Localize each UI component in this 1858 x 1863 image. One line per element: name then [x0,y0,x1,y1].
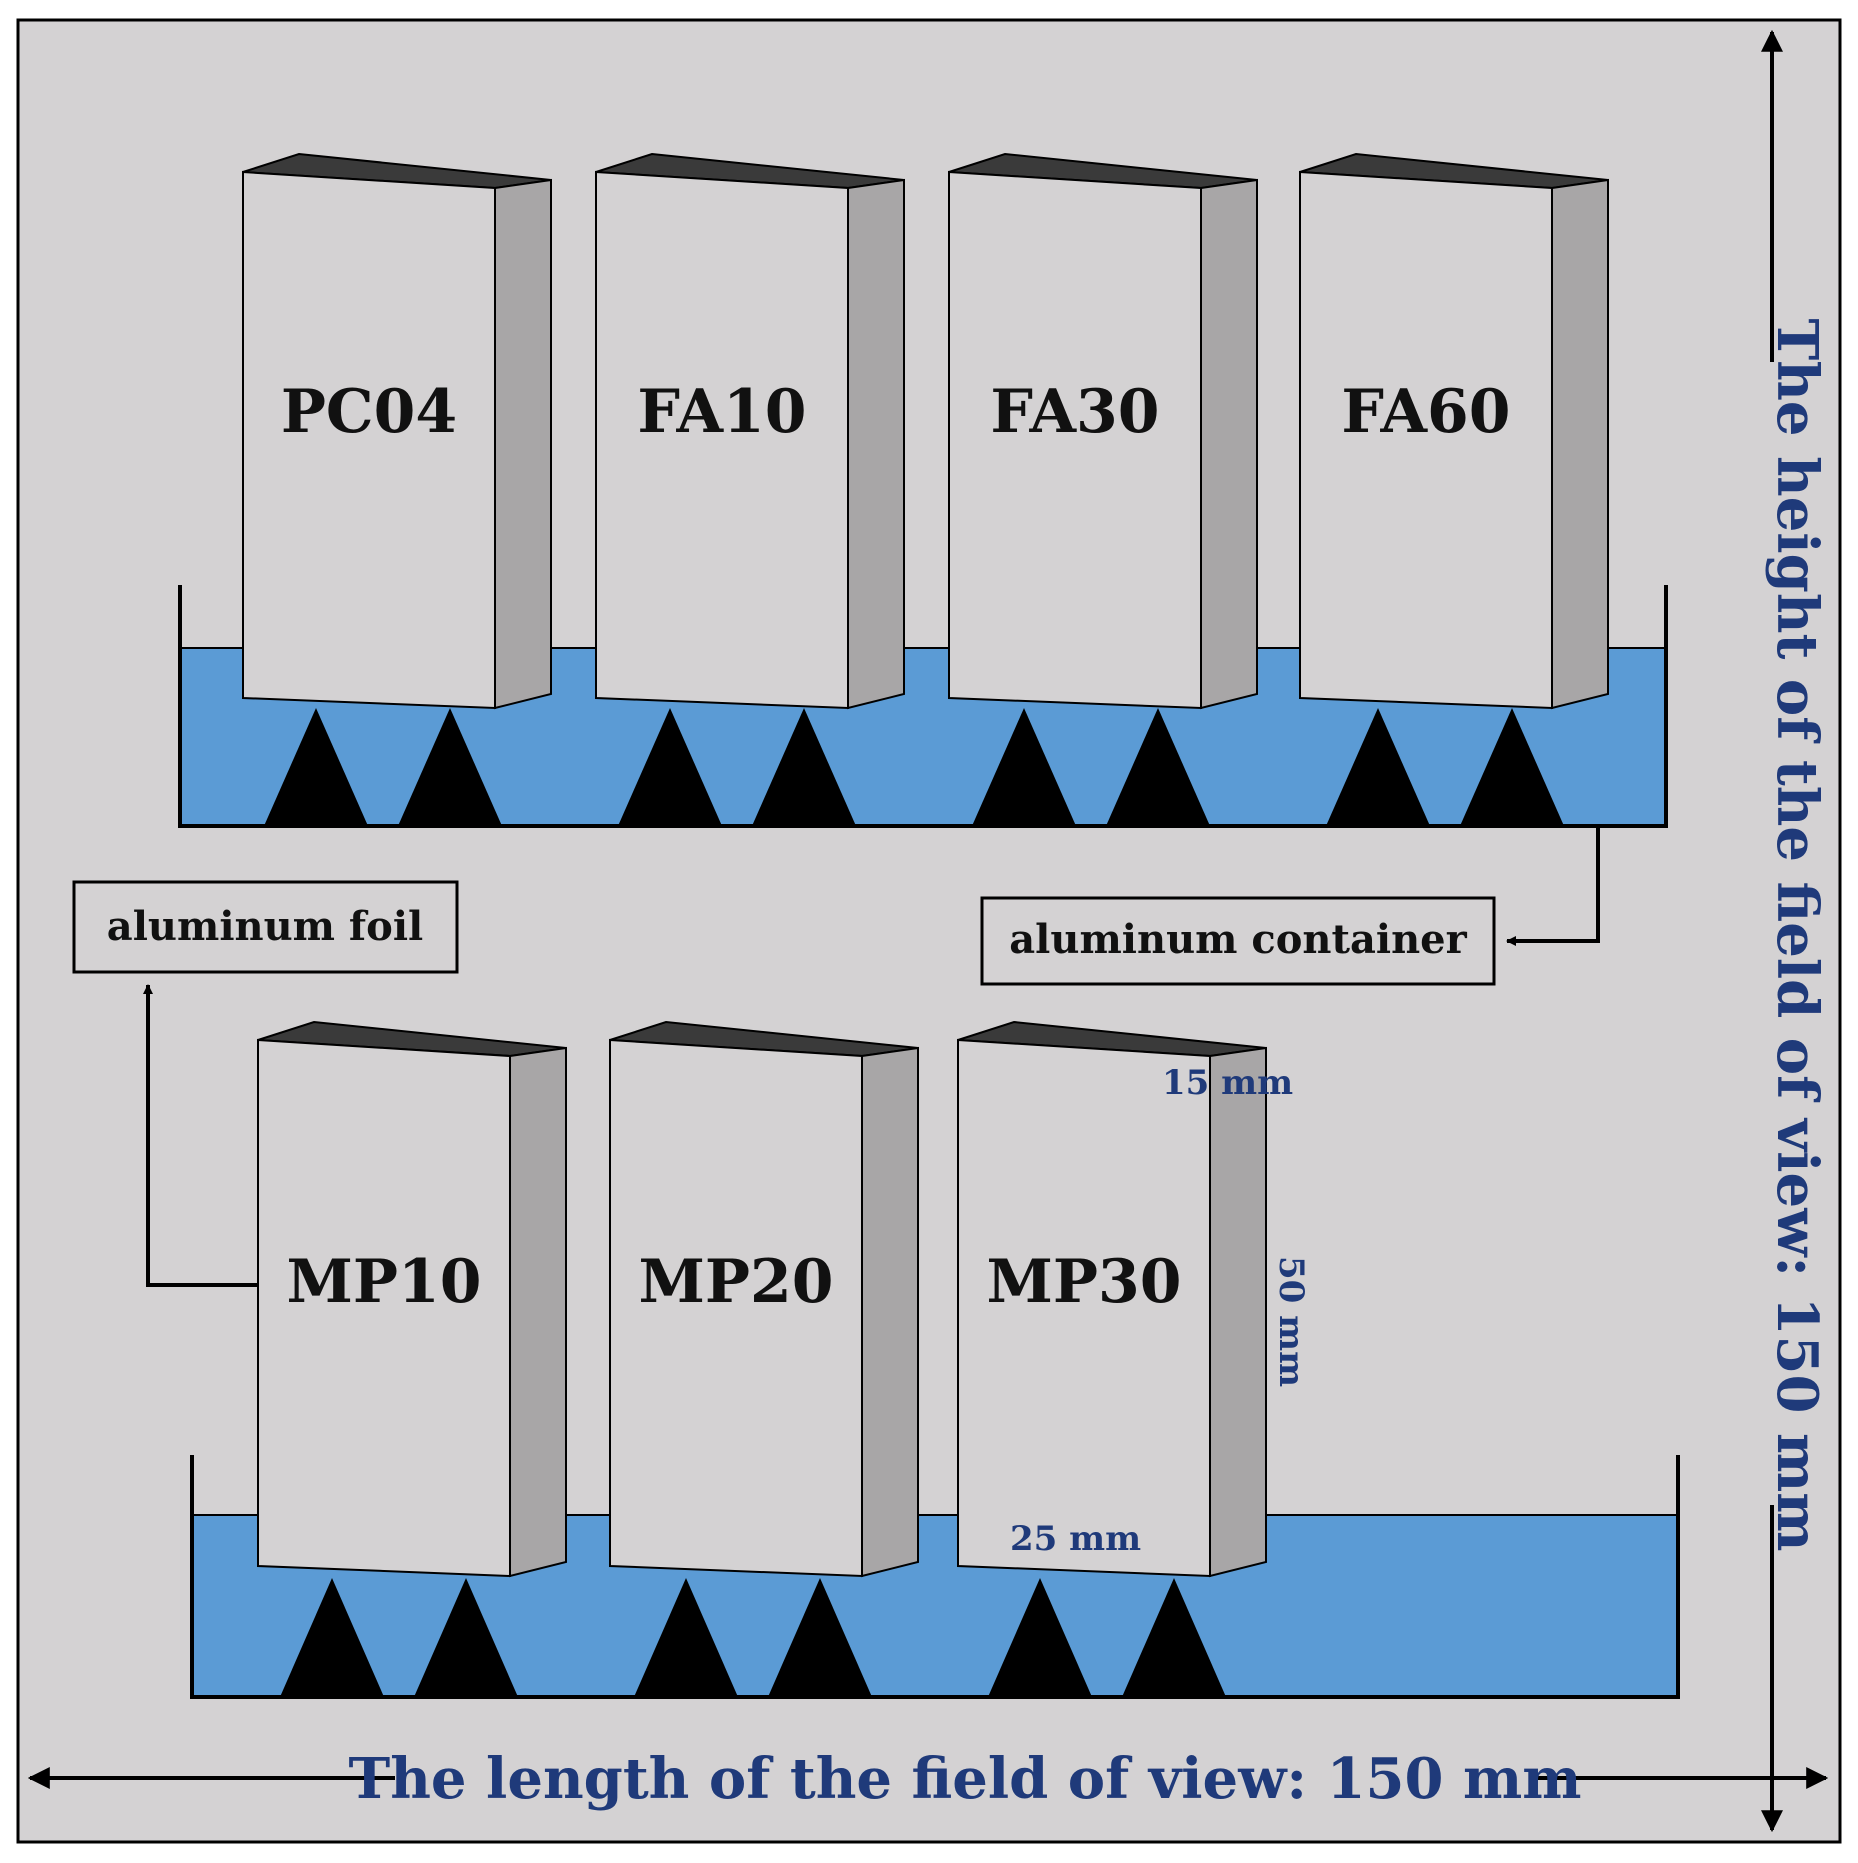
specimen-mp20-front-face [609,1038,863,1578]
specimen-fa60: FA60 [1299,152,1609,710]
specimen-fa30: FA30 [948,152,1258,710]
top-supports [264,708,1564,826]
specimen-fa30-label: FA30 [990,377,1159,447]
specimen-fa30-side-face [1200,178,1258,710]
specimen-mp10-side-face [509,1046,567,1578]
specimen-fa60-side-face [1551,178,1609,710]
field-length-label: The length of the field of view: 150 mm [349,1746,1582,1812]
specimen-pc04-side-face [494,178,552,710]
container-leader-line [1506,826,1600,946]
specimen-fa10-label: FA10 [637,377,806,447]
bottom-container-outline [190,1455,1680,1699]
specimen-fa10-front-face [595,170,849,710]
top-support-3-1 [972,708,1076,826]
bottom-support-1-2 [414,1578,518,1697]
depth-dimension-label: 15 mm [1162,1063,1293,1103]
specimen-fa60-label: FA60 [1341,377,1510,447]
specimen-pc04-front-face [242,170,496,710]
top-support-3-2 [1106,708,1210,826]
top-support-2-1 [618,708,722,826]
specimen-fa60-front-face [1299,170,1553,710]
bottom-specimen-row: MP10 MP20 MP30 [257,1020,1267,1578]
top-support-1-1 [264,708,368,826]
specimen-mp30: MP30 [957,1020,1267,1578]
specimen-mp10: MP10 [257,1020,567,1578]
field-length-dimension: The length of the field of view: 150 mm [27,1746,1829,1812]
container-callout: aluminum container [980,826,1600,986]
container-callout-label: aluminum container [1009,916,1467,963]
specimen-mp10-front-face [257,1038,511,1578]
specimen-pc04-label: PC04 [281,377,457,447]
specimen-fa10-side-face [847,178,905,710]
specimen-fa30-front-face [948,170,1202,710]
container-callout-box [980,896,1496,986]
bottom-support-2-2 [768,1578,872,1697]
top-support-4-2 [1460,708,1564,826]
foil-callout-box [72,880,459,974]
top-container-outline [178,585,1668,828]
specimen-mp20: MP20 [609,1020,919,1578]
specimen-pc04: PC04 [242,152,552,710]
top-specimen-row: PC04 FA10 FA30 FA60 [242,152,1609,710]
height-dimension-label: 50 mm [1271,1256,1311,1387]
specimen-mp10-label: MP10 [286,1247,481,1317]
specimen-mp30-label: MP30 [986,1247,1181,1317]
bottom-support-3-1 [988,1578,1092,1697]
field-height-label: The height of the field of view: 150 mm [1764,319,1830,1552]
bottom-support-2-1 [634,1578,738,1697]
specimen-mp30-front-face [957,1038,1211,1578]
bottom-support-1-1 [280,1578,384,1697]
foil-leader-line [143,984,258,1287]
bottom-support-3-2 [1122,1578,1226,1697]
specimen-mp30-side-face [1209,1046,1267,1578]
specimen-fa10: FA10 [595,152,905,710]
bottom-supports [280,1578,1226,1697]
top-support-1-2 [398,708,502,826]
top-support-2-2 [752,708,856,826]
foil-callout: aluminum foil [72,880,459,1287]
specimen-mp20-label: MP20 [638,1247,833,1317]
foil-callout-label: aluminum foil [107,903,423,950]
width-dimension-label: 25 mm [1010,1519,1141,1559]
field-height-dimension: The height of the field of view: 150 mm [1761,29,1830,1833]
specimen-mp20-side-face [861,1046,919,1578]
top-support-4-1 [1326,708,1430,826]
